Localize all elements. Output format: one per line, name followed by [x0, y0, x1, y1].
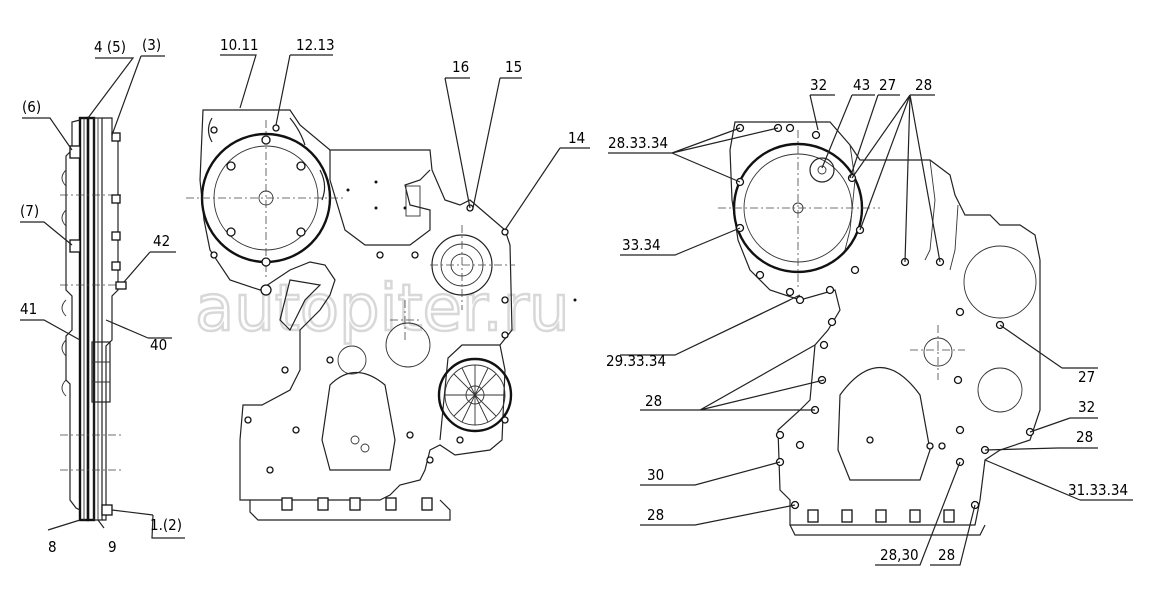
callout-42: 42 — [153, 232, 170, 250]
callout-29-33-34: 29.33.34 — [606, 352, 666, 370]
callout-31-33-34: 31.33.34 — [1068, 481, 1128, 499]
callout-28-bottom-left: 28 — [647, 506, 664, 524]
callout-8: 8 — [48, 538, 57, 556]
callout-43: 43 — [853, 76, 870, 94]
callout-6: (6) — [22, 98, 41, 116]
callout-1-2: 1.(2) — [150, 516, 182, 534]
callout-28-top: 28 — [915, 76, 932, 94]
callout-28-33-34: 28.33.34 — [608, 134, 668, 152]
callout-27-right: 27 — [1078, 368, 1095, 386]
callout-9: 9 — [108, 538, 117, 556]
callout-7: (7) — [20, 202, 39, 220]
callout-40: 40 — [150, 336, 167, 354]
callout-4-5: 4 (5) — [94, 38, 126, 56]
callout-10-11: 10.11 — [220, 36, 259, 54]
callout-labels: 4 (5) (3) (6) (7) 42 41 40 1.(2) 8 9 10.… — [20, 36, 1128, 564]
gasket-view — [718, 121, 1041, 536]
callout-28-mid: 28 — [645, 392, 662, 410]
callout-3: (3) — [142, 36, 161, 54]
callout-32-right: 32 — [1078, 398, 1095, 416]
callout-28-bottom: 28 — [938, 546, 955, 564]
callout-28-right: 28 — [1076, 428, 1093, 446]
callout-28-30: 28,30 — [880, 546, 919, 564]
callout-15: 15 — [505, 58, 522, 76]
callout-12-13: 12.13 — [296, 36, 335, 54]
callout-27-top: 27 — [879, 76, 896, 94]
callout-33-34: 33.34 — [622, 236, 661, 254]
front-view-cover — [186, 109, 577, 521]
callout-41: 41 — [20, 300, 37, 318]
callout-32-top: 32 — [810, 76, 827, 94]
callout-16: 16 — [452, 58, 469, 76]
watermark-text: autopiter.ru — [195, 272, 570, 346]
callout-30: 30 — [647, 466, 664, 484]
side-view — [60, 116, 127, 522]
leader-lines — [20, 54, 1133, 566]
callout-14: 14 — [568, 129, 585, 147]
